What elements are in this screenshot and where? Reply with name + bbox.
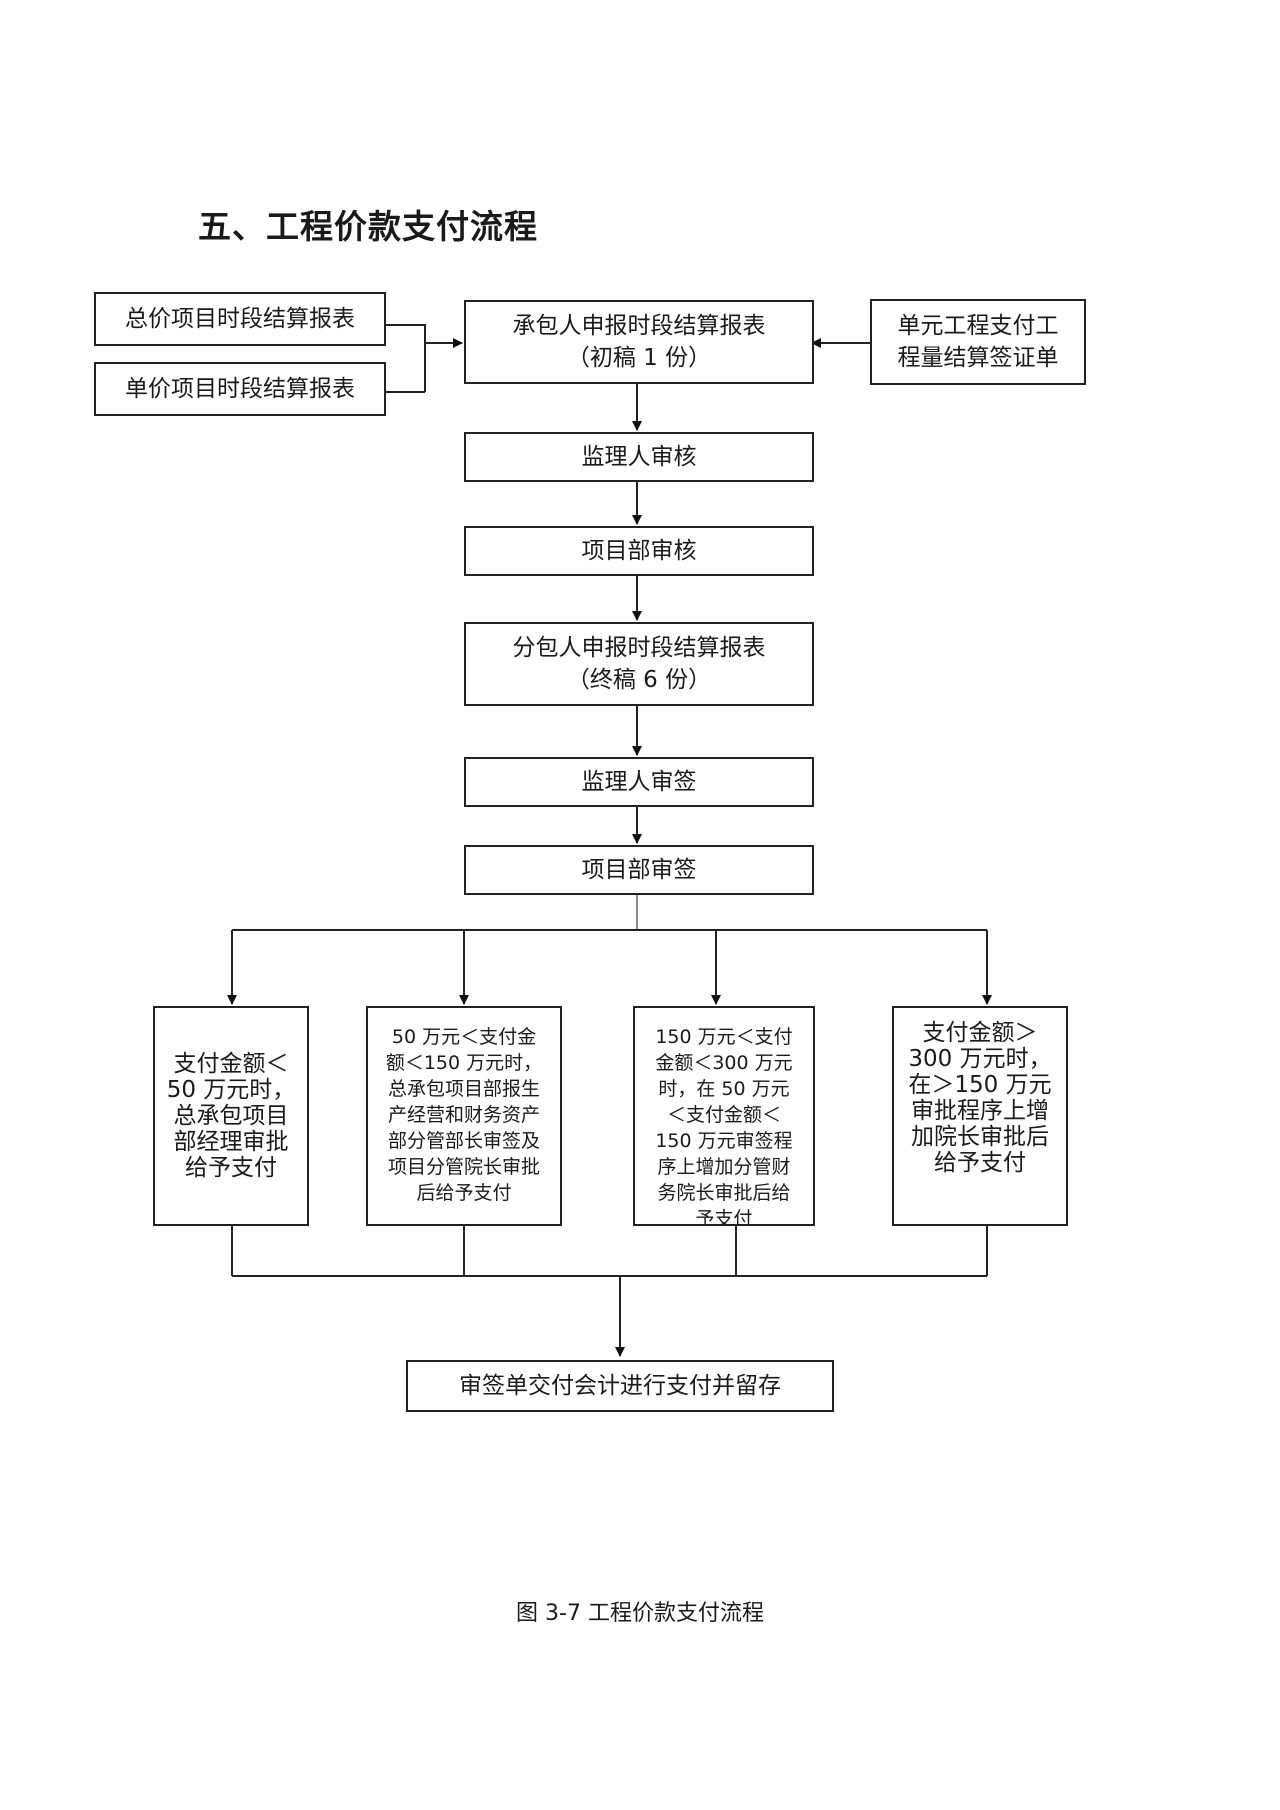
unit-price-report-box: 单价项目时段结算报表: [94, 362, 386, 416]
supervisor-review-box: 监理人审核: [464, 432, 814, 482]
tier-150-300-box: 150 万元＜支付 金额＜300 万元 时，在 50 万元 ＜支付金额＜ 150…: [633, 1006, 815, 1226]
node-text-line: 产经营和财务资产: [387, 1104, 540, 1126]
tier-50-150-box: 50 万元＜支付金 额＜150 万元时， 总承包项目部报生 产经营和财务资产 部…: [366, 1006, 562, 1226]
node-text-line: 给予支付: [185, 1155, 277, 1181]
total-price-report-box: 总价项目时段结算报表: [94, 292, 386, 346]
node-text-line: 项目部审核: [581, 538, 697, 564]
node-text-line: 总承包项目部报生: [387, 1078, 540, 1100]
node-text-line: 务院长审批后给: [657, 1182, 791, 1204]
node-text-line: （终稿 6 份）: [566, 667, 712, 693]
node-text-line: 时，在 50 万元: [658, 1078, 790, 1100]
subcontractor-final-box: 分包人申报时段结算报表 （终稿 6 份）: [464, 622, 814, 706]
node-text-line: （初稿 1 份）: [566, 345, 712, 371]
node-text-line: 给予支付: [934, 1150, 1026, 1176]
node-text-line: 总承包项目: [173, 1103, 289, 1129]
node-text-line: 序上增加分管财: [657, 1156, 791, 1178]
node-text-line: 300 万元时，: [908, 1046, 1052, 1072]
contractor-draft-box: 承包人申报时段结算报表 （初稿 1 份）: [464, 300, 814, 384]
node-text-line: 加院长审批后: [911, 1124, 1049, 1150]
accounting-payment-box: 审签单交付会计进行支付并留存: [406, 1360, 834, 1412]
node-text-line: 部经理审批: [173, 1129, 289, 1155]
node-text-line: 50 万元时，: [166, 1077, 296, 1103]
page-heading: 五、工程价款支付流程: [198, 207, 538, 246]
node-text-line: 50 万元＜支付金: [391, 1026, 537, 1048]
project-dept-sign-box: 项目部审签: [464, 845, 814, 895]
node-text-line: 项目部审签: [581, 857, 697, 883]
node-text-line: 总价项目时段结算报表: [125, 306, 355, 332]
node-text-line: ＜支付金额＜: [666, 1104, 781, 1126]
node-text-line: 支付金额＜: [173, 1051, 289, 1077]
merge-line-total-price: [386, 324, 426, 392]
project-dept-review-box: 项目部审核: [464, 526, 814, 576]
unit-work-certificate-box: 单元工程支付工 程量结算签证单: [870, 299, 1086, 385]
node-text-line: 单价项目时段结算报表: [125, 376, 355, 402]
node-text-line: 在＞150 万元: [908, 1072, 1052, 1098]
node-text-line: 项目分管院长审批: [387, 1156, 540, 1178]
node-text-line: 承包人申报时段结算报表: [512, 313, 766, 339]
tier-over-300-box: 支付金额＞ 300 万元时， 在＞150 万元 审批程序上增 加院长审批后 给予…: [892, 1006, 1068, 1226]
node-text-line: 150 万元＜支付: [655, 1026, 793, 1048]
node-text-line: 金额＜300 万元: [655, 1052, 793, 1074]
node-text-line: 程量结算签证单: [897, 345, 1059, 371]
node-text-line: 监理人审签: [581, 769, 697, 795]
node-text-line: 分包人申报时段结算报表: [512, 635, 766, 661]
node-text-line: 单元工程支付工: [897, 313, 1059, 339]
node-text-line: 审签单交付会计进行支付并留存: [459, 1373, 781, 1399]
node-text-line: 予支付: [695, 1208, 753, 1226]
figure-caption: 图 3-7 工程价款支付流程: [516, 1601, 764, 1626]
node-text-line: 支付金额＞: [922, 1020, 1038, 1046]
supervisor-sign-box: 监理人审签: [464, 757, 814, 807]
node-text-line: 监理人审核: [581, 444, 697, 470]
node-text-line: 150 万元审签程: [655, 1130, 793, 1152]
node-text-line: 审批程序上增: [911, 1098, 1049, 1124]
tier-under-50-box: 支付金额＜ 50 万元时， 总承包项目 部经理审批 给予支付: [153, 1006, 309, 1226]
node-text-line: 部分管部长审签及: [387, 1130, 540, 1152]
node-text-line: 额＜150 万元时，: [385, 1052, 543, 1074]
node-text-line: 后给予支付: [416, 1182, 512, 1204]
